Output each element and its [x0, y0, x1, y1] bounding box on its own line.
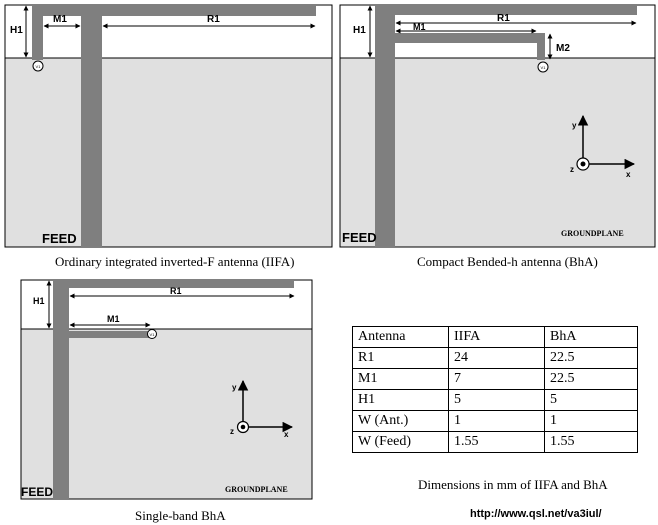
- single-top-arm: [53, 280, 294, 288]
- single-feed-label: FEED: [21, 485, 53, 499]
- table-cell: H1: [352, 389, 449, 411]
- iifa-groundplane: [4, 57, 333, 248]
- bha-middle-arm: [375, 33, 545, 43]
- source-url: http://www.qsl.net/va3iul/: [470, 508, 602, 520]
- bha-feed-line: [375, 5, 395, 247]
- table-row: W (Feed) 1.55 1.55: [352, 431, 638, 453]
- single-axes-icon: [236, 379, 294, 434]
- table-cell: 22.5: [544, 347, 638, 369]
- iifa-short-stub: [32, 5, 43, 60]
- iifa-caption: Ordinary integrated inverted-F antenna (…: [55, 254, 295, 269]
- table-cell: 1.55: [544, 431, 638, 453]
- table-header-cell: Antenna: [352, 326, 449, 348]
- table-cell: 5: [448, 389, 545, 411]
- table-header-cell: IIFA: [448, 326, 545, 348]
- bha-axes-icon: [576, 114, 636, 171]
- iifa-m1-label: M1: [53, 14, 67, 25]
- table-cell: W (Ant.): [352, 410, 449, 432]
- single-axis-y-label: y: [232, 383, 237, 392]
- bha-feed-label: FEED: [342, 230, 377, 245]
- bha-caption: Compact Bended-h antenna (BhA): [417, 254, 598, 269]
- table-cell: 1: [544, 410, 638, 432]
- bha-axis-y-label: y: [572, 121, 577, 130]
- bha-groundplane-label: GROUNDPLANE: [561, 229, 624, 238]
- table-cell: 5: [544, 389, 638, 411]
- iifa-r1-label: R1: [207, 14, 220, 25]
- single-port-icon: [147, 329, 157, 339]
- bha-axis-z-label: z: [570, 165, 574, 174]
- bha-axis-x-label: x: [626, 170, 631, 179]
- iifa-port-label: V1: [36, 64, 42, 69]
- single-feed-line: [53, 280, 69, 499]
- iifa-top-arm: [32, 5, 316, 16]
- table-cell: W (Feed): [352, 431, 449, 453]
- table-row: M1 7 22.5: [352, 368, 638, 390]
- single-port-label: V1: [150, 332, 156, 337]
- table-cell: 1: [448, 410, 545, 432]
- single-groundplane-label: GROUNDPLANE: [225, 485, 288, 494]
- iifa-port-icon: [32, 60, 44, 72]
- single-band-diagram: V1 H1 R1 M1 FEED GROUNDPLANE x y z: [20, 279, 313, 500]
- single-groundplane: [20, 328, 313, 500]
- table-header-cell: BhA: [544, 326, 638, 348]
- table-row: R1 24 22.5: [352, 347, 638, 369]
- table-caption: Dimensions in mm of IIFA and BhA: [418, 477, 608, 492]
- bha-r1-label: R1: [497, 13, 510, 24]
- single-caption: Single-band BhA: [135, 508, 226, 523]
- bha-diagram: V1 H1 R1 M1 M2 FEED GROUNDPLANE x y z: [339, 4, 656, 248]
- table-cell: 24: [448, 347, 545, 369]
- single-axis-z-label: z: [230, 427, 234, 436]
- table-row: W (Ant.) 1 1: [352, 410, 638, 432]
- bha-port-label: V1: [541, 65, 547, 70]
- table-cell: 7: [448, 368, 545, 390]
- single-h1-label: H1: [33, 296, 45, 306]
- table-cell: R1: [352, 347, 449, 369]
- bha-m1-label: M1: [413, 22, 426, 32]
- single-axis-x-label: x: [284, 430, 289, 439]
- single-r1-label: R1: [170, 286, 182, 296]
- table-header-row: Antenna IIFA BhA: [352, 326, 638, 348]
- table-cell: 1.55: [448, 431, 545, 453]
- dimensions-table: Antenna IIFA BhA R1 24 22.5 M1 7 22.5 H1…: [352, 326, 638, 453]
- iifa-diagram: V1 H1 M1 R1 FEED: [4, 4, 333, 248]
- table-cell: M1: [352, 368, 449, 390]
- single-m1-label: M1: [107, 314, 120, 324]
- bha-port-icon: [537, 61, 549, 73]
- iifa-h1-label: H1: [10, 25, 23, 36]
- iifa-feed-line: [81, 5, 102, 247]
- bha-bend-stub: [537, 33, 545, 60]
- iifa-feed-label: FEED: [42, 231, 77, 246]
- single-middle-arm: [53, 331, 149, 338]
- table-row: H1 5 5: [352, 389, 638, 411]
- bha-h1-label: H1: [353, 25, 366, 36]
- table-cell: 22.5: [544, 368, 638, 390]
- bha-m2-label: M2: [556, 43, 570, 54]
- bha-top-arm: [375, 5, 637, 15]
